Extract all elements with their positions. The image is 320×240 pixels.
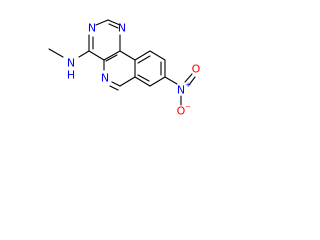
bond-nnitro-otop: [184, 73, 193, 83]
bond-nnitro-otop-double: [188, 76, 196, 86]
bond-c8-c7: [149, 76, 166, 87]
atom-n3-label: N: [88, 22, 96, 35]
bond-c8-nnitro: [164, 76, 178, 85]
bond-c10a-c10-double: [137, 55, 151, 64]
atom-n1-label: N: [118, 22, 126, 35]
atom-n5-label: N: [101, 72, 109, 85]
atom-nh-h-label: H: [67, 69, 75, 82]
atom-nh-n-label: N: [67, 57, 75, 70]
nitro-n-plus-charge: +: [185, 81, 191, 89]
bond-n5-c6-double: [109, 85, 119, 91]
molecule-structure-diagram: N N N H N N + O O −: [48, 19, 201, 118]
bond-c7-c6a: [134, 76, 151, 87]
obottom-minus-charge: −: [185, 103, 191, 111]
atom-nitro-n-label: N: [177, 84, 185, 97]
bond-c6-c6a: [119, 76, 136, 87]
bond-c10b-c4a-double: [105, 54, 118, 62]
bond-c2-n1: [107, 19, 121, 26]
bond-nh-methyl: [48, 48, 64, 58]
atom-labels: N N N H N N + O O −: [67, 22, 201, 118]
bond-c10a-c10b: [119, 50, 136, 61]
bond-n3-c2: [95, 19, 109, 26]
bond-n5-c6: [111, 81, 121, 87]
bond-c10b-c4a: [103, 50, 121, 61]
bond-c2-n1-double: [108, 23, 119, 29]
bond-c4-nh: [78, 50, 90, 58]
bond-c7-c6a-double: [137, 74, 150, 82]
bond-c10-c9: [149, 50, 166, 61]
atom-obottom-label: O: [177, 105, 186, 118]
atom-otop-label: O: [192, 63, 201, 76]
bonds: [48, 19, 196, 106]
bond-c10a-c10: [134, 50, 151, 61]
bond-c4a-c4: [88, 50, 105, 61]
